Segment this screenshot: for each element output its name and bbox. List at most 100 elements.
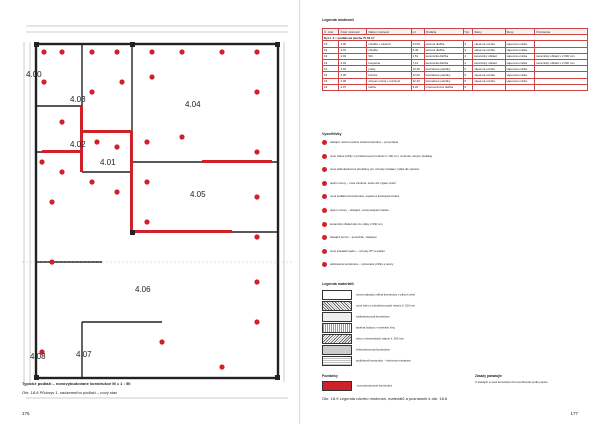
note-marker-icon [322,140,327,145]
note-marker-icon [322,194,327,200]
material-swatch [322,323,352,333]
notes-list: stávající nosná ocelová svislá konstrukc… [322,140,590,276]
note-marker [119,79,125,85]
table-cell: 19 [321,83,340,91]
note-marker [49,259,55,265]
note-marker [159,339,165,345]
material-swatch [322,290,352,300]
material-item: nové zdivo z pórobetonových tvárnic tl. … [322,301,590,312]
room-label: 4.05 [190,190,206,199]
note-text: stávající komín – ponechán, zaslepen [330,235,377,240]
note-item: stávající komín – ponechán, zaslepen [322,235,590,249]
note-marker [94,139,100,145]
note-item: nová podlahová konstrukce, tepelná a kro… [322,194,590,208]
legend-title: Legenda místností [322,18,354,22]
note-text: okenní otvory – stávající, nová parapetn… [330,208,389,213]
figure-caption: Obr. 18.9 Legenda návrhu místností, mate… [322,396,448,401]
note-marker [59,119,65,125]
material-item: sádrokartonová konstrukce [322,312,590,323]
note-item: okenní otvory – stávající, nová parapetn… [322,207,590,222]
note-marker [89,89,95,95]
note-text: nové instalační jádro – rozvody ZTI a el… [330,248,386,253]
material-item: podlahová konstrukce – betonová mazanina [322,356,590,367]
note-marker [144,139,150,145]
note-marker-icon [322,153,327,159]
page-number: 177 [570,411,578,416]
bottom-legend-right: Zásady pamatujte [475,374,502,378]
material-label: železobetonová konstrukce [356,347,390,352]
swatch-label: novovybudované konstrukce [356,383,393,388]
bottom-legend-left: Poznámky [322,374,338,378]
swatch-note: U stávající a nové konstrukce lze kombin… [475,380,548,384]
room-label: 4.00 [26,70,42,79]
note-text: odstraněné konstrukce – vybourané příčky… [330,262,394,267]
material-label: tepelná izolace z minerální vlny [356,325,395,330]
note-marker [114,144,120,150]
room-label: 4.08 [30,352,46,361]
material-swatch [322,345,352,355]
note-marker [254,319,260,325]
note-marker-icon [322,180,327,186]
material-item: nosná stávající zděná konstrukce z plnýc… [322,290,590,301]
material-item: zdivo z keramických tvárnic tl. 300 mm [322,334,590,345]
table-cell: 4.07 [338,83,368,91]
note-marker-icon [322,167,327,173]
note-marker [41,79,47,85]
note-item: nové zděné příčky z pórobetonových tvárn… [322,153,590,168]
note-item: nové sádrokartonové předstěny pro rozvod… [322,167,590,181]
note-item: stávající nosná ocelová svislá konstrukc… [322,140,590,154]
note-marker [39,159,45,165]
note-text: stávající nosná ocelová svislá konstrukc… [330,140,399,145]
notes-title: Vysvětlivky [322,132,342,136]
page-number: 176 [22,411,30,416]
note-marker [144,179,150,185]
note-marker-icon [322,262,327,268]
right-page: Legenda místností Č. míst. Číslo místnos… [300,0,600,424]
note-marker-icon [322,248,327,254]
note-text: nové sádrokartonové předstěny pro rozvod… [330,167,420,172]
material-swatch [322,356,352,366]
table-cell [534,83,588,91]
figure-caption: Obr. 18.8 Půdorys 1. nadzemního podlaží … [22,390,118,395]
note-marker [114,189,120,195]
room-legend-table: Č. míst. Číslo místnosti Název místnosti… [321,27,588,91]
note-marker [179,49,185,55]
note-item: dveřní otvory – nové zárubně, dveře dle … [322,180,590,195]
note-marker [254,194,260,200]
note-marker [49,199,55,205]
material-label: sádrokartonová konstrukce [356,314,390,319]
note-text: keramický obklad stěn do výšky 2 000 mm [330,221,383,226]
table-cell: mrazuvzdorná dlažba [423,83,464,91]
note-item: keramický obklad stěn do výšky 2 000 mm [322,221,590,236]
new-construction-swatch [322,381,352,391]
materials-list: nosná stávající zděná konstrukce z plnýc… [322,290,590,367]
room-label: 4.03 [70,95,86,104]
material-swatch [322,312,352,322]
note-item: nové instalační jádro – rozvody ZTI a el… [322,248,590,263]
note-marker [89,49,95,55]
note-marker [254,279,260,285]
room-label: 4.04 [185,100,201,109]
table-cell [504,83,536,91]
note-marker [59,49,65,55]
bottom-legend-row: novovybudované konstrukce U stávající a … [322,380,590,391]
note-marker-icon [322,207,327,213]
note-marker [254,49,260,55]
note-marker [254,234,260,240]
note-marker [219,364,225,370]
note-marker [41,49,47,55]
table-cell: 6 [462,83,474,91]
note-marker [254,149,260,155]
note-text: nová podlahová konstrukce, tepelná a kro… [330,194,400,199]
note-marker [144,219,150,225]
material-label: zdivo z keramických tvárnic tl. 300 mm [356,336,404,341]
page-fold [299,0,300,424]
table-cell: lodžie [366,83,412,91]
material-swatch [322,301,352,311]
note-text: dveřní otvory – nové zárubně, dveře dle … [330,181,396,186]
material-label: nosná stávající zděná konstrukce z plnýc… [356,292,415,297]
note-marker-icon [322,235,327,241]
